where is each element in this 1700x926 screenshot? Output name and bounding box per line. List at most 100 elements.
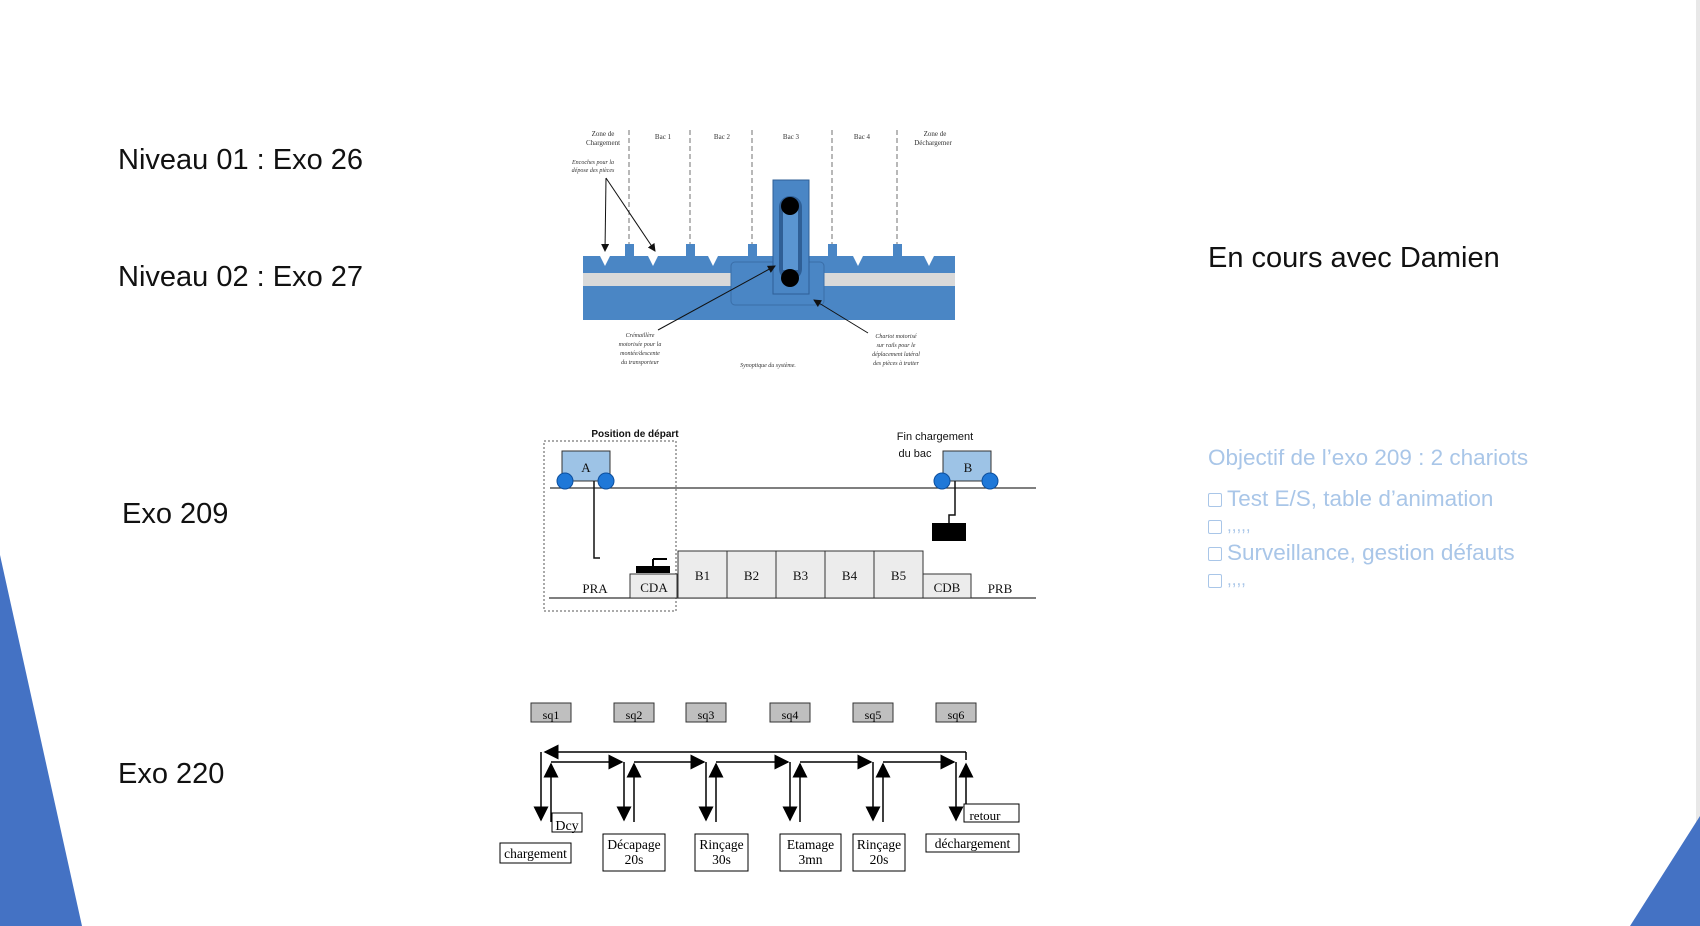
position-depart-label: Position de départ <box>591 429 679 440</box>
cdb-label: CDB <box>934 580 961 595</box>
synoptique-caption: Synoptique du système. <box>740 363 796 369</box>
step-box <box>852 833 906 872</box>
decor-left-triangle <box>0 555 82 926</box>
bac-label: B2 <box>744 568 759 583</box>
objective-item: ,,,, <box>1208 566 1528 593</box>
annotation-arrow <box>657 265 776 331</box>
hoist-cable-a <box>593 481 600 559</box>
chariot-note-line2: sur rails pour le <box>877 343 916 349</box>
prb-label: PRB <box>988 581 1013 596</box>
wheel <box>933 472 951 490</box>
step-label: Décapage <box>607 837 660 852</box>
start-position-frame <box>543 440 677 612</box>
sensor-box <box>852 702 894 723</box>
fin-chargement-line2: du bac <box>898 448 932 460</box>
bac-label: B3 <box>793 568 808 583</box>
cda-label: CDA <box>640 580 668 595</box>
post <box>625 244 634 256</box>
step-label: 3mn <box>798 852 822 867</box>
cda-station <box>629 573 678 599</box>
post <box>686 244 695 256</box>
zone-dechargement-line1: Zone de <box>924 130 947 138</box>
step-box <box>925 833 1020 853</box>
exo209-label: Exo 209 <box>122 498 229 530</box>
sensor-box <box>769 702 811 723</box>
objective-item: ,,,,, <box>1208 512 1528 539</box>
pra-label: PRA <box>582 581 608 596</box>
objective-item-text: ,,,,, <box>1227 516 1251 535</box>
hoist-cable-b <box>948 481 956 524</box>
sensor-label: sq1 <box>543 708 560 722</box>
zone-dechargement-line2: Déchargemer <box>914 139 952 147</box>
sensor-label: sq5 <box>865 708 882 722</box>
post <box>748 244 757 256</box>
bac-cell <box>726 550 777 599</box>
step-label: déchargement <box>935 836 1011 851</box>
fin-chargement-line1: Fin chargement <box>897 431 973 443</box>
dcy-box <box>551 812 583 833</box>
annotation-arrow <box>605 177 656 252</box>
niveau01-label: Niveau 01 : Exo 26 <box>118 144 364 176</box>
pulley-bottom <box>781 269 799 287</box>
sensor-label: sq2 <box>626 708 643 722</box>
sensor-box <box>685 702 727 723</box>
step-box <box>779 833 842 872</box>
checkbox-icon <box>1208 519 1222 534</box>
step-label: Rinçage <box>699 837 743 852</box>
zone-chargement-line1: Zone de <box>592 130 615 138</box>
wheel <box>597 472 615 490</box>
cremaillere-line2: motorisée pour la <box>619 342 662 348</box>
bac2-label: Bac 2 <box>714 133 731 141</box>
bac4-label: Bac 4 <box>854 133 871 141</box>
step-box <box>694 833 749 872</box>
encoches-line1: Encoches pour la <box>571 160 614 166</box>
bac-cell <box>677 550 728 599</box>
zone-chargement-line2: Chargement <box>586 139 620 147</box>
step-label: 30s <box>712 852 731 867</box>
wheel <box>556 472 574 490</box>
sensor-label: sq6 <box>948 708 965 722</box>
retour-label: retour <box>969 808 1001 823</box>
synoptique-diagram: Zone de Chargement Bac 1 Bac 2 Bac 3 Bac… <box>571 130 955 369</box>
objective-item: Test E/S, table d’animation <box>1208 485 1528 512</box>
cremaillere-line4: du transporteur <box>621 360 660 366</box>
step-box <box>499 842 572 864</box>
sensor-box <box>935 702 977 723</box>
step-label: Rinçage <box>857 837 901 852</box>
transporter-inner <box>783 206 798 270</box>
bac-cell <box>824 550 875 599</box>
post <box>893 244 902 256</box>
checkbox-icon <box>1208 492 1222 507</box>
sensor-label: sq4 <box>782 708 799 722</box>
bac-label: B5 <box>891 568 906 583</box>
step-label: Etamage <box>787 837 834 852</box>
niveau02-label: Niveau 02 : Exo 27 <box>118 261 364 293</box>
step-label: 20s <box>625 852 644 867</box>
objective-item-text: Test E/S, table d’animation <box>1227 486 1494 511</box>
sensor-box <box>613 702 655 723</box>
annotation-arrow <box>601 177 610 252</box>
cdb-station <box>922 573 972 599</box>
sensor-label: sq3 <box>698 708 715 722</box>
objective-item-text: ,,,, <box>1227 570 1246 589</box>
retour-box <box>963 803 1020 823</box>
objective-block: Objectif de l’exo 209 : 2 chariots Test … <box>1208 444 1528 593</box>
checkbox-icon <box>1208 573 1222 588</box>
post <box>828 244 837 256</box>
chariot-b-label: B <box>964 460 973 475</box>
chariot-note-line4: des pièces à traiter <box>873 361 919 367</box>
status-text: En cours avec Damien <box>1208 242 1500 274</box>
exo209-diagram: Position de départ Fin chargement du bac… <box>543 429 1036 612</box>
exo220-label: Exo 220 <box>118 758 225 790</box>
bac-cell <box>873 550 924 599</box>
sensor-box <box>530 702 572 723</box>
cremaillere-line3: montée/descente <box>620 351 660 357</box>
chariot-note-line1: Chariot motorisé <box>875 334 917 340</box>
annotation-arrow <box>813 299 869 334</box>
chariot-a-label: A <box>581 460 591 475</box>
chariot-note-line3: déplacement latéral <box>872 352 920 358</box>
pulley-top <box>781 197 799 215</box>
bac-label: B1 <box>695 568 710 583</box>
